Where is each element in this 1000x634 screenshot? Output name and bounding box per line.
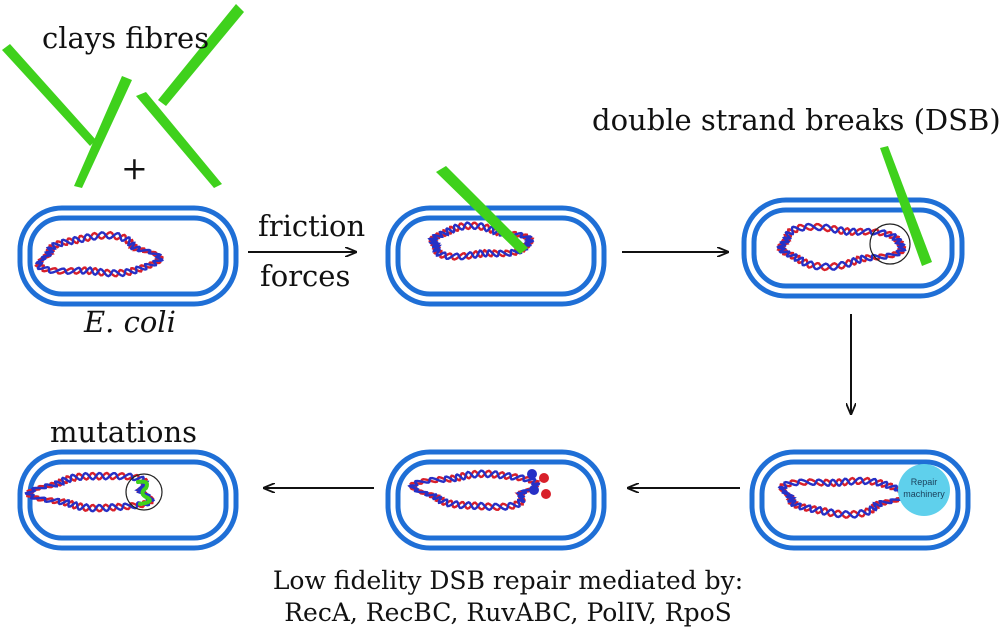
dna-strand-blue bbox=[776, 222, 907, 271]
inner-membrane bbox=[27, 459, 229, 541]
inner-membrane bbox=[395, 459, 597, 541]
label-dsb: double strand breaks (DSB) bbox=[592, 103, 1000, 137]
label-mutations: mutations bbox=[50, 415, 198, 449]
repair-machinery-blob bbox=[898, 464, 950, 516]
label-forces: forces bbox=[260, 259, 351, 293]
clay-fibre bbox=[880, 146, 932, 266]
inner-membrane bbox=[751, 207, 955, 289]
label-repair-line1: Repair bbox=[910, 477, 938, 487]
dna-end-blue bbox=[527, 469, 537, 479]
label-clays-fibres: clays fibres bbox=[42, 21, 210, 55]
dna-strand-blue bbox=[34, 231, 164, 278]
dna-strand-blue bbox=[777, 476, 911, 519]
cell-repair bbox=[749, 449, 971, 551]
outer-membrane bbox=[17, 205, 239, 307]
inner-membrane bbox=[27, 215, 229, 297]
cell-mutations bbox=[17, 449, 239, 551]
dna-end-red bbox=[539, 473, 549, 483]
clay-fibre bbox=[2, 44, 96, 146]
clay-fibres-group bbox=[2, 4, 244, 188]
outer-membrane bbox=[385, 449, 607, 551]
outer-membrane bbox=[749, 449, 971, 551]
dna-loop bbox=[776, 222, 907, 272]
label-friction: friction bbox=[258, 209, 366, 243]
dsb-highlight-circle bbox=[869, 223, 911, 265]
ecoli-cell bbox=[17, 205, 239, 307]
dna-loop bbox=[34, 230, 164, 278]
cell-low-fidelity-repair bbox=[385, 449, 607, 551]
outer-membrane bbox=[17, 449, 239, 551]
outer-membrane bbox=[385, 205, 607, 307]
dna-loop bbox=[24, 471, 156, 513]
dna-loop bbox=[407, 469, 541, 512]
footer-line2: RecA, RecBC, RuvABC, PolIV, RpoS bbox=[284, 598, 732, 627]
label-repair-line2: machinery bbox=[903, 489, 945, 499]
dna-loop bbox=[777, 476, 911, 519]
label-plus: + bbox=[121, 149, 148, 187]
clay-fibre bbox=[436, 166, 528, 254]
cell-penetrated bbox=[385, 166, 607, 307]
mutation-squiggle bbox=[136, 479, 152, 506]
dna-end-red bbox=[541, 489, 551, 499]
footer-line1: Low fidelity DSB repair mediated by: bbox=[272, 566, 744, 595]
dna-strand-blue bbox=[407, 469, 541, 512]
cell-dsb bbox=[741, 146, 965, 299]
outer-membrane bbox=[741, 197, 965, 299]
clay-fibre bbox=[136, 92, 222, 188]
inner-membrane bbox=[759, 459, 961, 541]
dna-strand-blue bbox=[24, 471, 156, 513]
label-e-coli: E. coli bbox=[84, 305, 176, 339]
dna-end-blue bbox=[529, 485, 539, 495]
clay-fibre bbox=[74, 76, 132, 188]
mutation-highlight-circle bbox=[125, 473, 163, 511]
clay-fibre bbox=[158, 4, 244, 106]
